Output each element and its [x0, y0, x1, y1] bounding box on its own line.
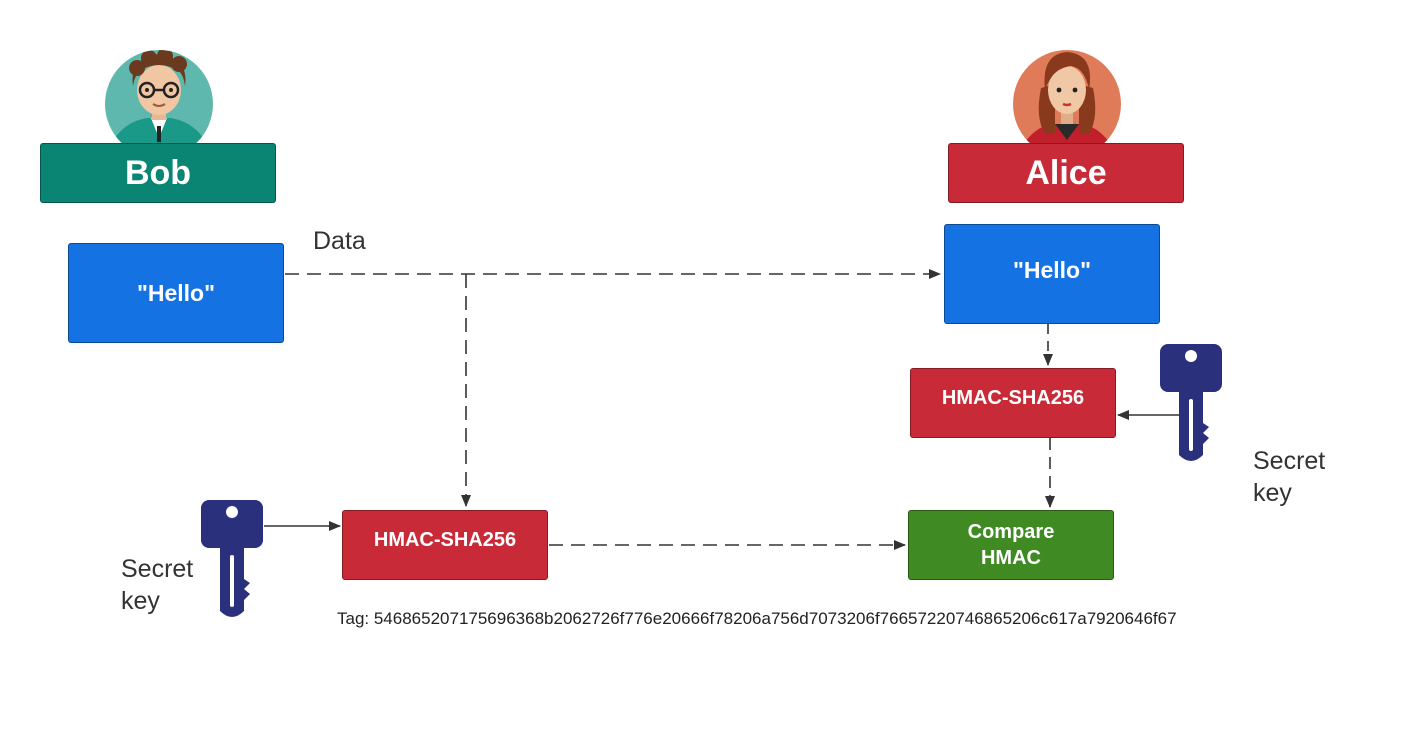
- compare-hmac-label: Compare HMAC: [967, 521, 1055, 569]
- alice-name: Alice: [1025, 153, 1107, 192]
- bob-hmac-label: HMAC-SHA256: [373, 528, 517, 551]
- alice-hmac-box: HMAC-SHA256: [910, 368, 1116, 438]
- bob-name-bar: Bob: [40, 143, 276, 203]
- data-label: Data: [313, 227, 366, 255]
- alice-hmac-label: HMAC-SHA256: [941, 386, 1085, 409]
- bob-name: Bob: [124, 153, 192, 192]
- tag-text: Tag: 546865207175696368b2062726f776e2066…: [337, 609, 1177, 628]
- man-with-glasses-avatar-icon: [105, 50, 213, 144]
- bob-secret-key-label: Secret key: [121, 555, 194, 615]
- bob-hmac-box: HMAC-SHA256: [342, 510, 548, 580]
- compare-hmac-box: Compare HMAC: [908, 510, 1114, 580]
- bob-message-text: "Hello": [136, 279, 216, 306]
- alice-message-box: "Hello": [944, 224, 1160, 324]
- alice-name-bar: Alice: [948, 143, 1184, 203]
- bob-message-box: "Hello": [68, 243, 284, 343]
- key-icon: [201, 500, 263, 617]
- woman-avatar-icon: [1013, 50, 1121, 144]
- alice-message-text: "Hello": [1012, 256, 1092, 283]
- key-icon: [1160, 344, 1222, 461]
- alice-secret-key-label: Secret key: [1253, 447, 1326, 507]
